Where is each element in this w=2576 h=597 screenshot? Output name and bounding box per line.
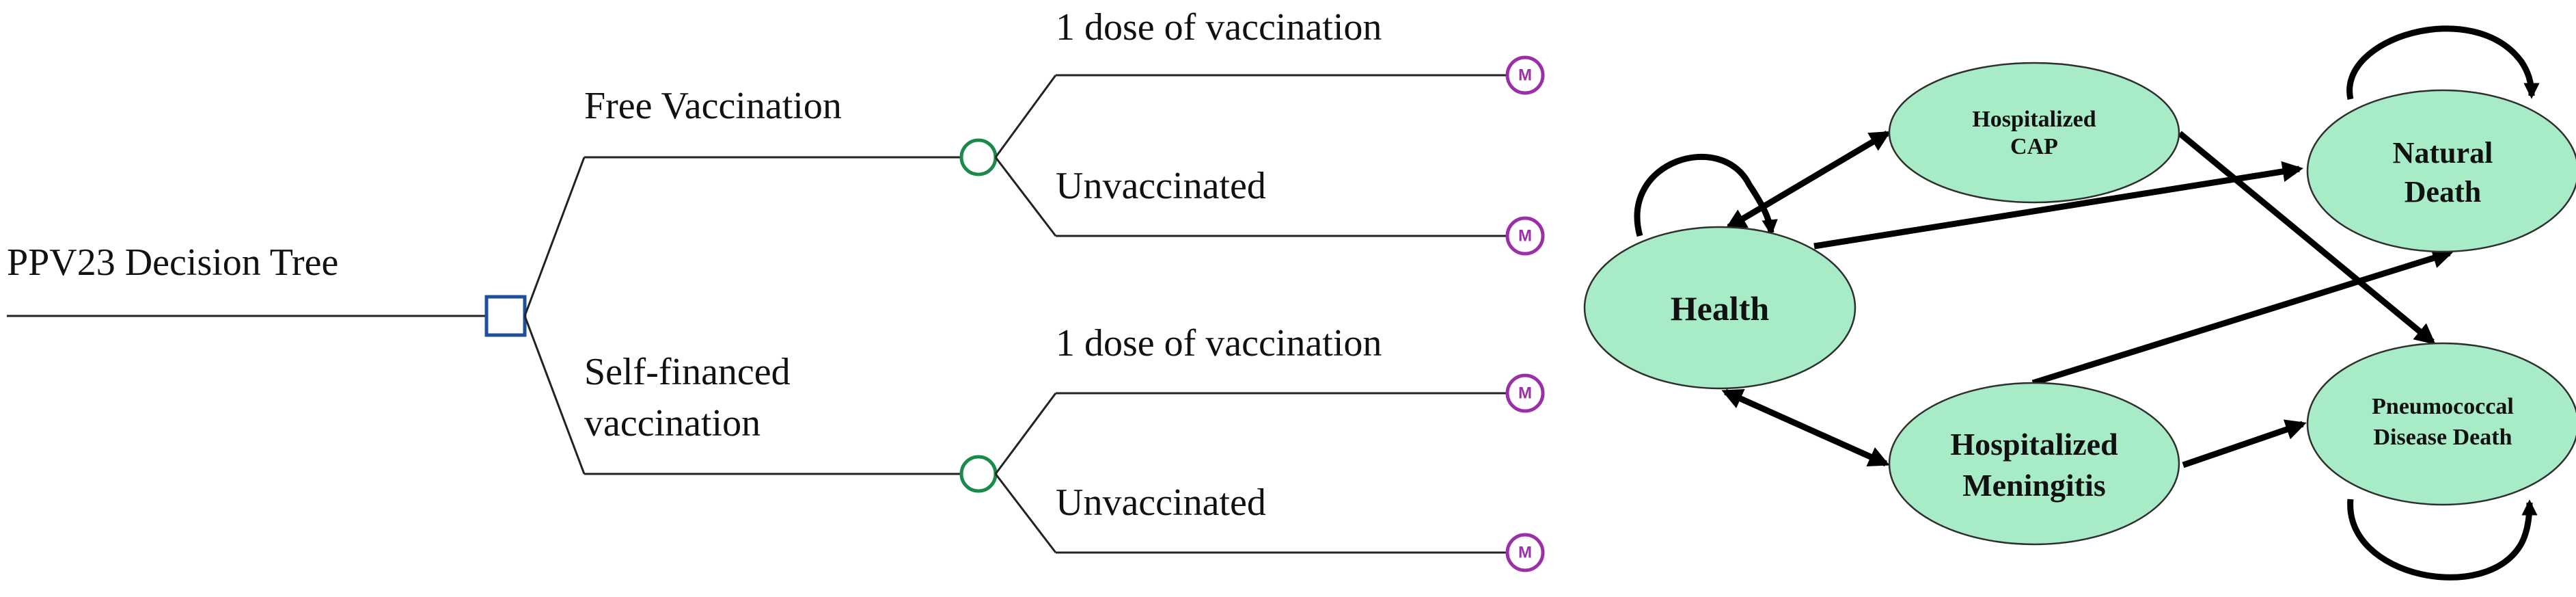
svg-text:Pneumococcal: Pneumococcal [2372,394,2514,419]
arrow-health-hospitalized-meningitis [1721,388,1890,467]
svg-text:Meningitis: Meningitis [1962,468,2106,503]
outcome-line-free-dose-diagonal [994,75,1057,158]
arrow-hospitalized-meningitis-pneumococcal-death [2182,419,2307,468]
svg-text:CAP: CAP [2010,134,2058,159]
markov-node-1: M [1505,55,1545,95]
outcome-line-free-unvac-diagonal [994,157,1057,237]
outcome-line-self-unvac-diagonal [994,473,1057,553]
outcome-label-free-unvaccinated: Unvaccinated [1056,165,1266,207]
state-health: Health [1583,226,1856,390]
self-loop-health [1634,153,1778,237]
svg-text:M: M [1518,544,1532,562]
root-label: PPV23 Decision Tree [7,241,338,284]
markov-node-2: M [1505,216,1545,256]
svg-text:M: M [1518,384,1532,403]
svg-text:Natural: Natural [2393,136,2493,170]
chance-node-free [959,138,998,176]
svg-text:M: M [1518,66,1532,85]
markov-node-4: M [1505,533,1545,572]
outcome-label-self-unvaccinated: Unvaccinated [1056,481,1266,524]
state-hospitalized-meningitis: Hospitalized Meningitis [1888,382,2180,546]
branch-label-self-financed-line1: Self-financed [584,351,791,393]
state-natural-death: Natural Death [2306,89,2576,253]
self-loop-pneumococcal-death [2347,499,2538,581]
branch-label-free-vaccination: Free Vaccination [584,85,842,127]
outcome-label-self-dose: 1 dose of vaccination [1056,322,1382,364]
chance-node-self [959,455,998,493]
markov-node-3: M [1505,373,1545,413]
branch-label-self-financed-line2: vaccination [584,402,761,445]
decision-tree: PPV23 Decision Tree Free Vaccination Sel… [7,6,1545,572]
arrow-hospitalized-meningitis-natural-death [2031,248,2454,386]
arrow-health-hospitalized-cap [1725,131,1891,230]
branch-line-self-diagonal [523,315,586,475]
arrow-health-natural-death [1813,161,2304,250]
state-hospitalized-cap: Hospitalized CAP [1888,62,2180,204]
branch-line-free-diagonal [523,157,586,317]
outcome-label-free-dose: 1 dose of vaccination [1056,6,1382,49]
self-loop-natural-death [2346,25,2540,100]
svg-text:Hospitalized: Hospitalized [1950,427,2118,462]
svg-text:Death: Death [2404,175,2481,209]
decision-node-square [484,295,527,337]
svg-text:M: M [1518,227,1532,246]
arrow-hospitalized-cap-pneumococcal-death [2178,131,2436,345]
outcome-line-self-dose-diagonal [994,393,1057,475]
markov-diagram: Health Hospitalized CAP Hospitalized Men… [1583,25,2576,581]
svg-text:Disease Death: Disease Death [2373,425,2512,450]
state-pneumococcal-disease-death: Pneumococcal Disease Death [2306,342,2576,506]
svg-text:Hospitalized: Hospitalized [1972,107,2096,132]
svg-text:Health: Health [1671,289,1770,328]
